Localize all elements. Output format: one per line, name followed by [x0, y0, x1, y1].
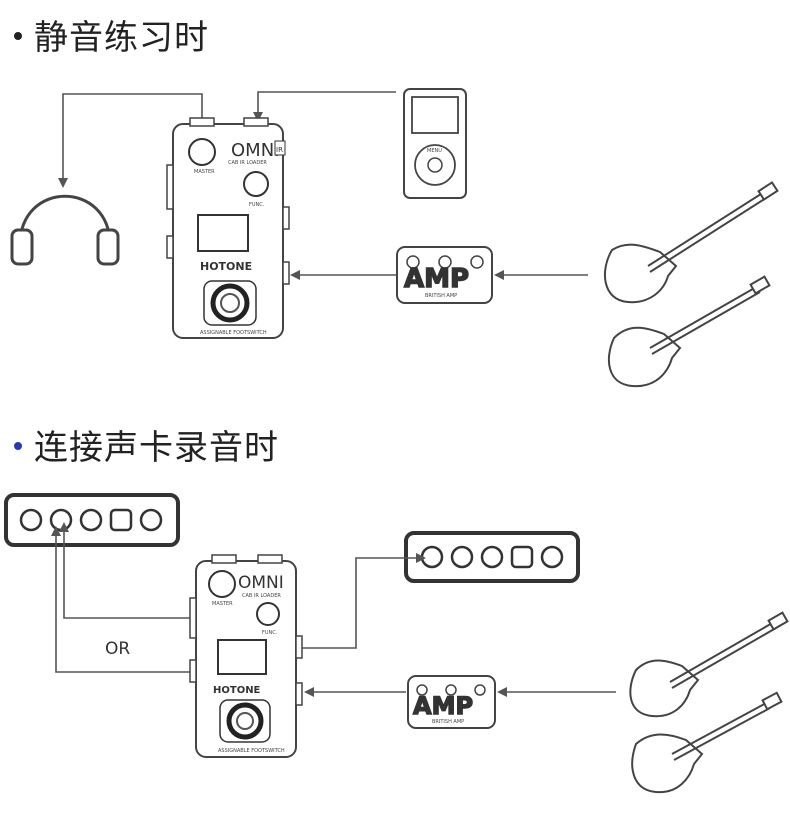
audio-interface-panel: [4, 493, 180, 547]
guitar-icon: [607, 275, 771, 388]
hotone-logo: HOTONE: [213, 685, 261, 696]
guitar-icon: [631, 691, 783, 794]
headphones-icon: [10, 194, 120, 266]
guitar-icon: [604, 181, 779, 304]
brand-label: OMNI: [231, 140, 279, 161]
amp-pedal: AMP BRITISH AMP: [407, 675, 496, 729]
func-label: FUNC.: [249, 202, 265, 208]
xlr-cable: [59, 522, 192, 619]
hotone-logo: HOTONE: [200, 260, 252, 273]
display-screen: [197, 214, 249, 252]
amp-pedal: AMP BRITISH AMP: [396, 246, 493, 304]
headphone-cable: [58, 93, 203, 188]
master-label: MASTER: [212, 601, 233, 607]
omni-ir-pedal: MASTER OMNI IR CAB IR LOADER FUNC. HOTON…: [166, 117, 290, 339]
footswitch-label: ASSIGNABLE FOOTSWITCH: [200, 330, 267, 336]
amp-sub: BRITISH AMP: [425, 293, 457, 299]
footswitch-label: ASSIGNABLE FOOTSWITCH: [218, 748, 285, 754]
omni-ir-pedal: MASTER OMNI CAB IR LOADER FUNC. HOTONE A…: [189, 554, 303, 758]
func-knob: [243, 171, 269, 197]
master-knob: [188, 138, 216, 166]
master-label: MASTER: [194, 169, 215, 175]
player-cable: [253, 91, 396, 122]
thru-cable: [302, 553, 426, 649]
model-badge: IR: [276, 146, 283, 154]
menu-label: MENU: [427, 148, 442, 154]
bullet-icon: [14, 441, 22, 450]
guitar-icon: [629, 611, 789, 718]
mp3-player-icon: MENU: [403, 88, 467, 199]
subtitle-label: CAB IR LOADER: [228, 160, 267, 166]
or-label: OR: [105, 639, 130, 659]
out-cable: [51, 526, 192, 673]
amp-logo: AMP: [404, 264, 469, 294]
amp-logo: AMP: [413, 692, 473, 720]
master-knob: [208, 570, 236, 598]
section-title-recording: 连接声卡录音时: [14, 420, 279, 469]
bullet-icon: [14, 31, 22, 40]
display-screen: [217, 639, 267, 675]
section-title-silent-practice: 静音练习时: [14, 10, 209, 59]
amp-sub: BRITISH AMP: [432, 719, 464, 725]
func-knob: [256, 602, 280, 626]
brand-label: OMNI: [238, 573, 284, 593]
subtitle-label: CAB IR LOADER: [242, 593, 281, 599]
func-label: FUNC.: [262, 630, 278, 636]
audio-interface-panel: [404, 531, 580, 583]
